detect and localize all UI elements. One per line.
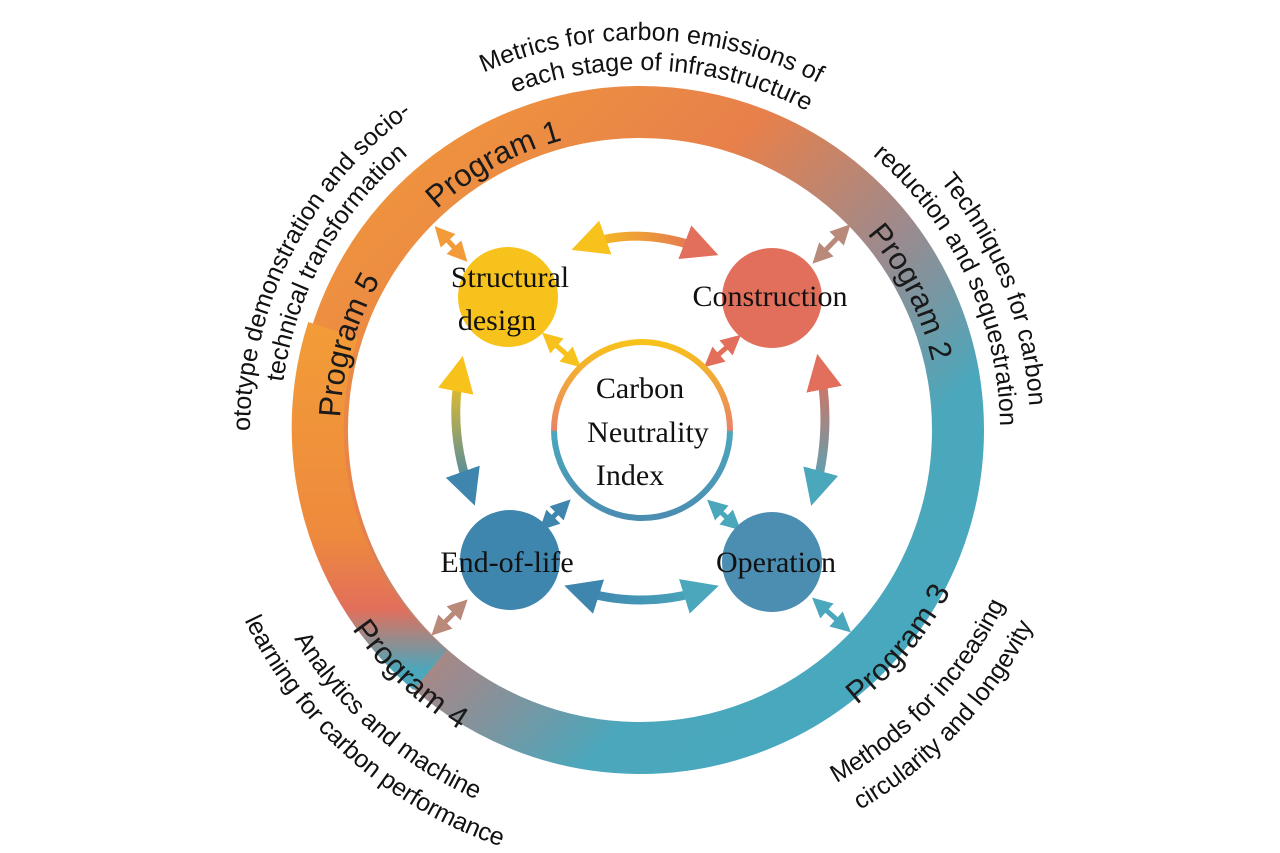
arrow-construction-ring — [812, 224, 851, 264]
arrow-endoflife-center — [539, 499, 571, 531]
arrow-structural-ring — [434, 226, 468, 262]
operation-label: Operation — [716, 546, 836, 579]
center-label-line-1: Carbon — [596, 372, 684, 405]
stage-arrows — [431, 220, 851, 636]
carbon-neutrality-index: Carbon Neutrality Index — [551, 339, 733, 521]
structural-design-circle — [458, 247, 558, 347]
node-end-of-life: End-of-life — [440, 510, 574, 610]
arrow-operation-center — [707, 499, 741, 531]
arrow-endoflife-operation — [564, 579, 719, 614]
node-construction: Construction — [693, 248, 848, 348]
arrow-construction-center — [703, 334, 742, 368]
arrow-structural-center — [542, 332, 581, 368]
program-ring — [291, 86, 984, 774]
end-of-life-circle — [460, 510, 560, 610]
center-ring — [551, 339, 733, 521]
structural-design-label-line-1: Structural — [451, 261, 569, 294]
arrow-endoflife-ring — [431, 599, 468, 636]
construction-circle — [722, 248, 822, 348]
center-label-line-2: Neutrality — [587, 416, 709, 449]
node-structural-design: Structural design — [451, 247, 569, 347]
operation-circle — [722, 512, 822, 612]
center-label-line-3: Index — [596, 459, 664, 492]
program-ring-left-band — [291, 322, 447, 690]
construction-label: Construction — [693, 280, 848, 313]
arrow-operation-ring — [812, 597, 851, 633]
arrow-structural-construction — [571, 220, 719, 260]
end-of-life-label: End-of-life — [440, 546, 573, 579]
node-operation: Operation — [716, 512, 836, 612]
arrow-structural-endoflife — [438, 355, 480, 506]
structural-design-label-line-2: design — [458, 304, 536, 337]
arrow-construction-operation — [803, 353, 842, 506]
